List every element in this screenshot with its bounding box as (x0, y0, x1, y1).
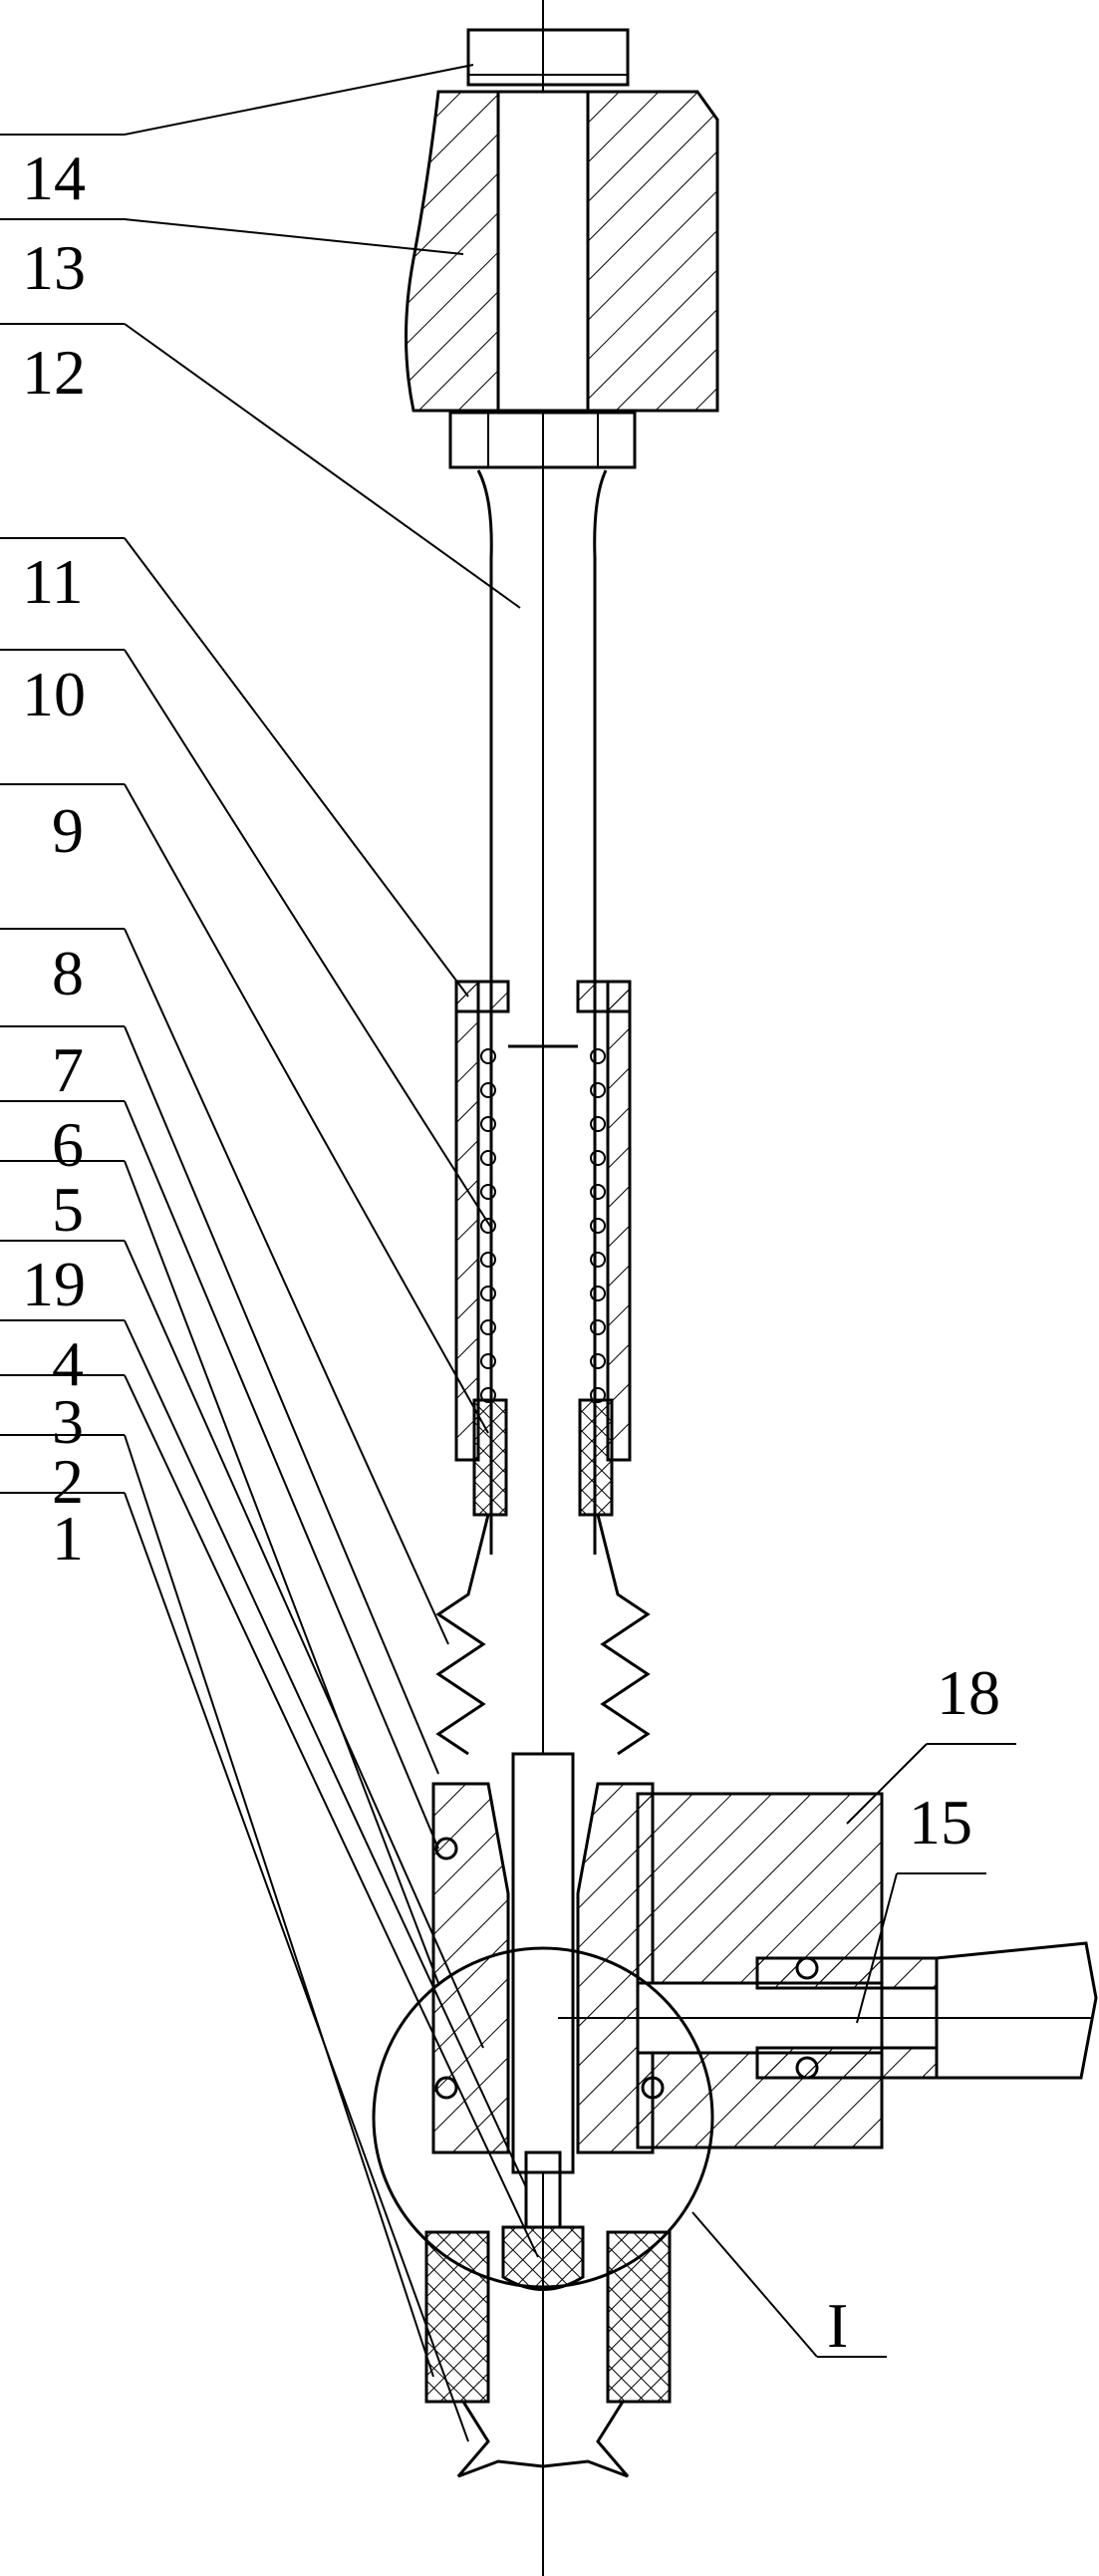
spring-coil (480, 1252, 496, 1268)
label-14: 14 (22, 143, 86, 213)
leader-lines (0, 64, 1016, 2442)
spring-coil (590, 1286, 606, 1301)
label-19: 19 (22, 1249, 86, 1319)
label-8: 8 (52, 938, 84, 1008)
part-2-ring (424, 2230, 672, 2404)
spring-coil (480, 1082, 496, 1098)
label-5: 5 (52, 1174, 84, 1245)
label-1: 1 (52, 1503, 84, 1574)
spring-coil (480, 1218, 496, 1234)
label-18: 18 (937, 1657, 1000, 1728)
spring-coil (590, 1150, 606, 1166)
spring-coil (480, 1319, 496, 1335)
spring-coil (590, 1082, 606, 1098)
part-13-block (405, 90, 719, 413)
part-15-fitting (558, 1941, 1098, 2080)
spring-coil (590, 1116, 606, 1132)
spring-coil (480, 1353, 496, 1369)
part-11-housing (454, 980, 632, 1462)
spring-coil (590, 1319, 606, 1335)
label-I: I (827, 2290, 848, 2361)
spring-coil (590, 1252, 606, 1268)
label-11: 11 (22, 546, 84, 617)
spring-coil (480, 1150, 496, 1166)
spring-coil (480, 1184, 496, 1200)
spring-coil (480, 1286, 496, 1301)
part-1-suction-cup (456, 2401, 630, 2478)
label-2: 2 (52, 1446, 84, 1517)
label-3: 3 (52, 1386, 84, 1457)
spring-coil (590, 1048, 606, 1064)
part-14-cap (466, 28, 630, 87)
hex-nut (448, 411, 637, 469)
part-8-bellows (435, 1514, 651, 1756)
spring-coil (590, 1184, 606, 1200)
detail-circle-I (372, 1946, 714, 2289)
label-12: 12 (22, 337, 86, 408)
part-9-packing (472, 1398, 614, 1517)
label-6: 6 (52, 1109, 84, 1180)
spring-coil (590, 1218, 606, 1234)
spring-coil (480, 1048, 496, 1064)
label-15: 15 (909, 1787, 972, 1858)
label-10: 10 (22, 659, 86, 729)
spring-coil (590, 1353, 606, 1369)
part-10-spring (480, 1048, 606, 1403)
part-3-seal (501, 2225, 585, 2291)
label-4: 4 (52, 1328, 84, 1399)
label-9: 9 (52, 795, 84, 866)
spring-coil (480, 1116, 496, 1132)
label-13: 13 (22, 232, 86, 303)
label-7: 7 (52, 1034, 84, 1105)
